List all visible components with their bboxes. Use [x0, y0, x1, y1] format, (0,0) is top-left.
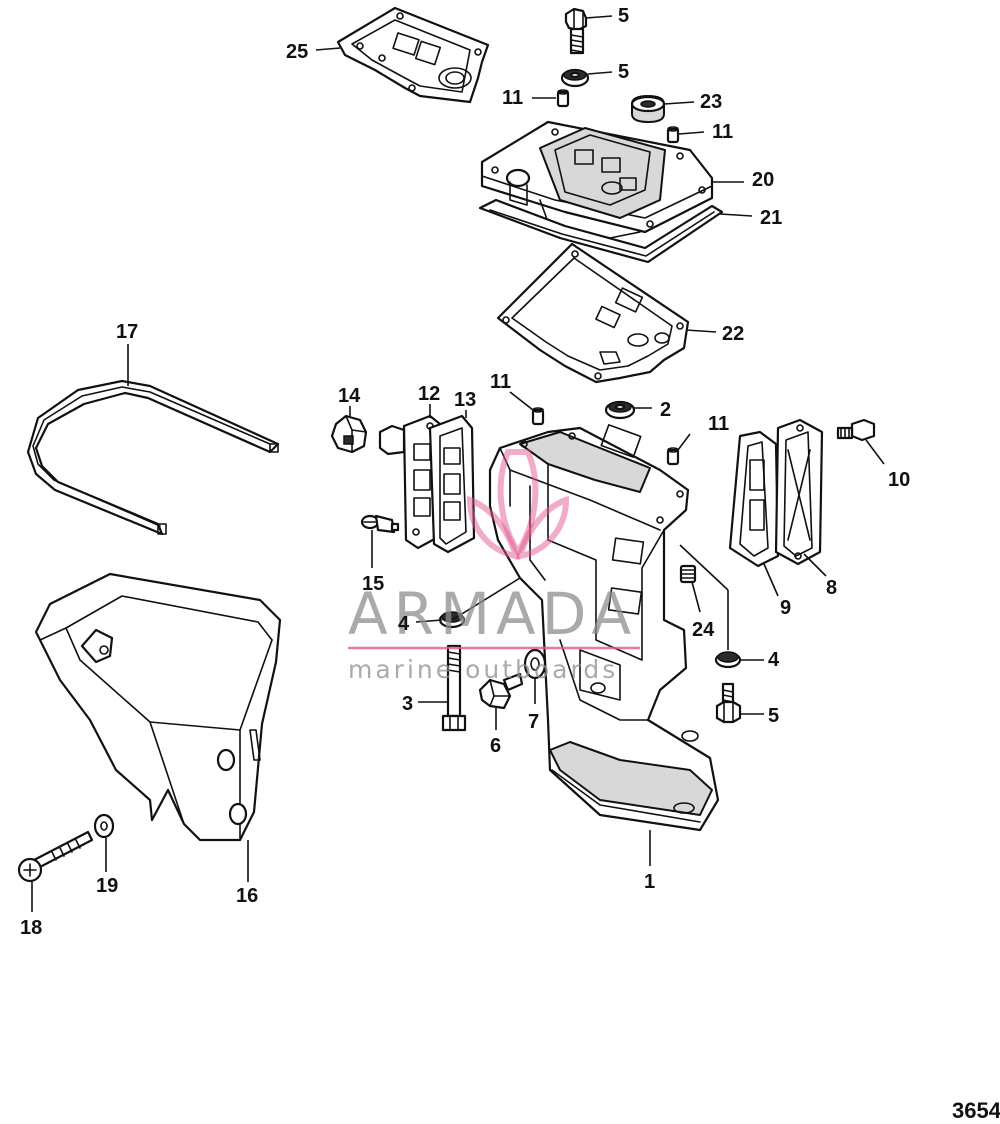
watermark-logo: ARMADA marine outboards	[348, 449, 640, 684]
callout-25: 25	[286, 41, 308, 63]
gasket-25	[336, 6, 490, 104]
bolt-3	[441, 644, 467, 732]
callout-11-top-left: 11	[502, 87, 523, 109]
callout-24: 24	[692, 619, 715, 641]
cover-8	[774, 418, 824, 566]
callout-11-top-right: 11	[712, 121, 733, 143]
callout-20: 20	[752, 169, 774, 191]
callout-21: 21	[760, 207, 782, 229]
gasket-9	[728, 430, 780, 568]
grommet-23	[630, 95, 666, 123]
callout-5-washer: 5	[618, 61, 629, 83]
washer-5	[560, 68, 590, 88]
fitting-15	[360, 514, 400, 534]
callout-15: 15	[362, 573, 384, 595]
bolt-5-top	[564, 7, 588, 55]
callout-11-middle-right: 11	[708, 413, 729, 435]
leader-lines	[31, 15, 885, 912]
bolt-5-lower	[715, 682, 742, 724]
callout-12: 12	[418, 383, 440, 405]
diagram-number: 3654	[952, 1098, 1000, 1123]
adapter-plate-20	[480, 120, 714, 239]
bolt-10	[836, 418, 876, 442]
callout-17: 17	[116, 321, 138, 343]
bracket-14	[330, 414, 368, 454]
callout-4-left: 4	[398, 613, 410, 635]
gasket-13	[428, 414, 476, 554]
gasket-22	[496, 242, 690, 384]
callout-18: 18	[20, 917, 42, 939]
callout-5-top: 5	[618, 5, 629, 27]
callout-16: 16	[236, 885, 258, 907]
bolt-6	[478, 672, 524, 710]
callout-22: 22	[722, 323, 744, 345]
driveshaft-housing-1	[488, 424, 720, 832]
callout-2: 2	[660, 399, 671, 421]
callout-10: 10	[888, 469, 910, 491]
callout-1: 1	[644, 871, 655, 893]
callout-labels: 25 5 5 11 23 11 20 21 22 17 14 12 13 11 …	[20, 5, 910, 939]
watermark-brand: ARMADA	[348, 580, 637, 648]
callout-14: 14	[338, 385, 361, 407]
callout-3: 3	[402, 693, 413, 715]
seal-strip-17	[26, 379, 280, 536]
grommet-2	[604, 400, 636, 420]
callout-8: 8	[826, 577, 837, 599]
dowel-pin-11c	[531, 407, 545, 426]
callout-11-middle-left: 11	[490, 371, 511, 393]
bolt-18	[17, 830, 94, 883]
callout-13: 13	[454, 389, 476, 411]
washer-4b	[714, 651, 742, 669]
callout-7: 7	[528, 711, 539, 733]
callout-6: 6	[490, 735, 501, 757]
callout-9: 9	[780, 597, 791, 619]
plug-24	[679, 564, 697, 584]
dowel-pin-11b	[666, 126, 680, 144]
callout-4-right: 4	[768, 649, 780, 671]
callout-23: 23	[700, 91, 722, 113]
callout-19: 19	[96, 875, 118, 897]
gasket-21	[478, 198, 724, 264]
dowel-pin-11d	[666, 447, 680, 466]
callout-5-lower: 5	[768, 705, 779, 727]
dowel-pin-11a	[556, 89, 570, 108]
lower-cowl-16	[34, 572, 282, 842]
watermark-tagline: marine outboards	[348, 655, 618, 684]
washer-19	[93, 813, 115, 839]
